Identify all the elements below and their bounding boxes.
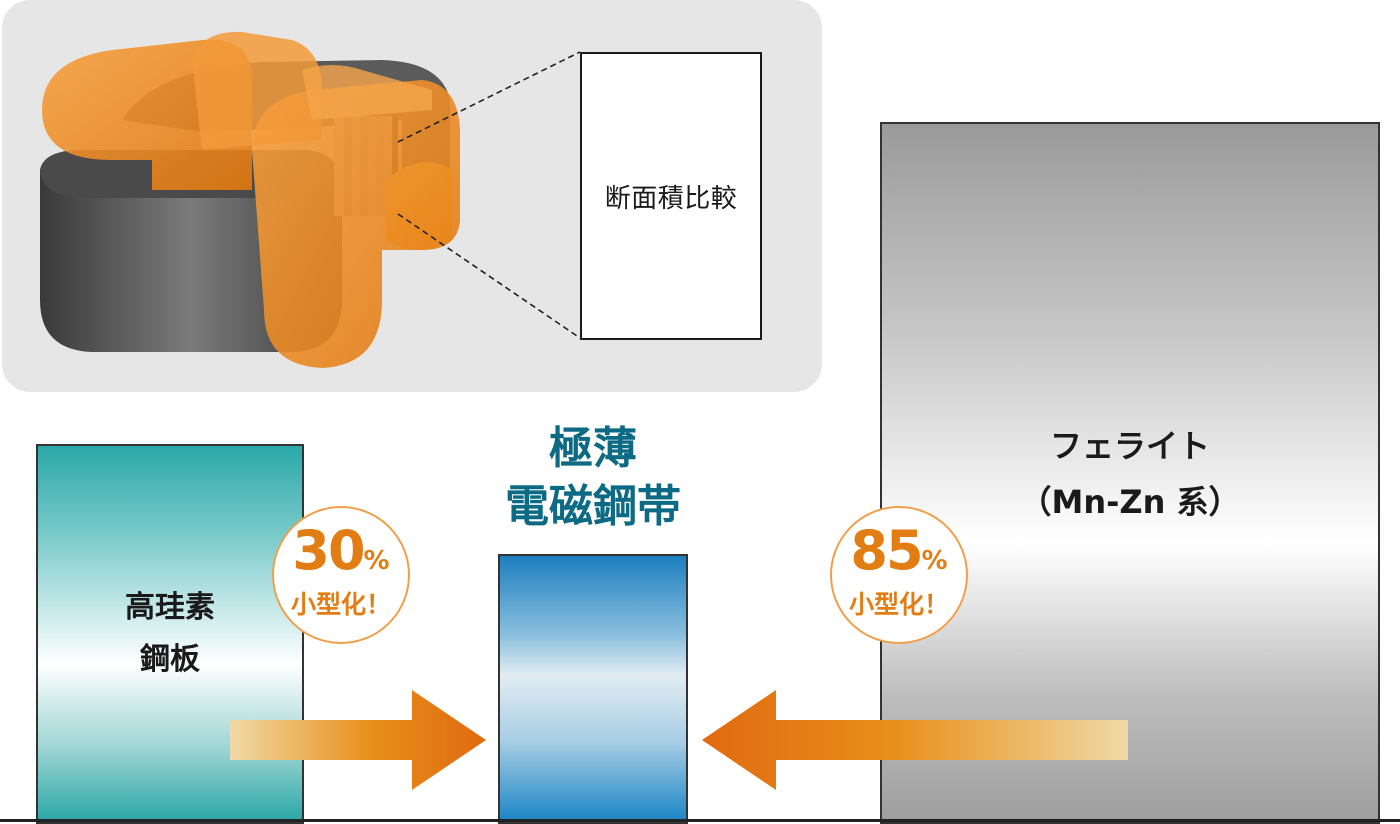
cross-section-box: 断面積比較	[580, 52, 762, 340]
label-silicon-steel-line1: 高珪素	[125, 590, 215, 625]
bar-silicon-steel	[36, 444, 304, 824]
arrow-left-icon	[702, 690, 1128, 790]
badge-85-text: 小型化！	[848, 590, 949, 619]
label-thin-steel-line1: 極薄	[549, 423, 637, 474]
label-ferrite-line1: フェライト	[1049, 427, 1210, 465]
badge-reduction-85: 85% 小型化！	[830, 506, 968, 644]
label-thin-steel-line2: 電磁鋼帯	[505, 481, 681, 532]
bar-thin-electrical-steel	[498, 554, 688, 824]
core-illustration-panel: 断面積比較	[2, 0, 822, 392]
transformer-core-illustration	[40, 31, 581, 368]
label-silicon-steel: 高珪素 鋼板	[36, 582, 304, 686]
cross-section-label: 断面積比較	[604, 183, 738, 214]
badge-reduction-30: 30% 小型化！	[272, 506, 410, 644]
label-ferrite-line2: （Mn-Zn 系）	[1019, 483, 1241, 521]
baseline	[0, 819, 1400, 822]
bar-ferrite	[880, 122, 1380, 824]
label-silicon-steel-line2: 鋼板	[140, 642, 200, 677]
badge-30-text: 小型化！	[290, 590, 391, 619]
badge-85-value: 85%	[850, 519, 948, 582]
label-thin-electrical-steel: 極薄 電磁鋼帯	[470, 420, 716, 536]
label-ferrite: フェライト （Mn-Zn 系）	[880, 418, 1380, 530]
badge-30-value: 30%	[292, 519, 390, 582]
arrow-right-icon	[230, 690, 486, 790]
